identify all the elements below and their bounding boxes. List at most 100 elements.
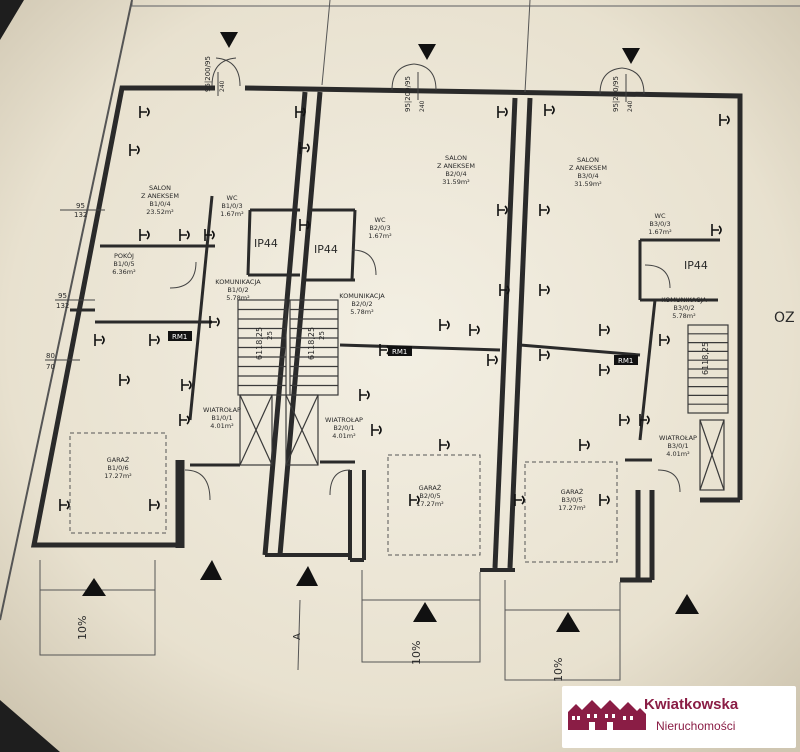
rm-label-b3: RM1 [618,357,633,365]
party-walls [262,91,533,569]
room-wc-area-b3: 1.67m² [648,228,672,236]
room-kom-area-b2: 5.78m² [350,308,374,316]
room-garaz-code-b1: B1/0/6 [107,464,128,472]
stairs-label-b3: 6118,25 [701,342,710,375]
slope-b3: 10% [552,658,565,682]
approach-outlines [39,0,621,681]
room-salon-name2-b2: Z ANEKSEM [437,162,475,170]
room-wiatr-area-b3: 4.01m² [666,450,690,458]
room-kom-area-b3: 5.78m² [672,312,696,320]
room-salon-name-b3: SALON [577,156,599,164]
garage-outlines [69,432,618,563]
room-wc-code-b1: B1/0/3 [221,202,242,210]
room-kom-code-b1: B1/0/2 [227,286,248,294]
room-garaz-code-b3: B3/0/5 [561,496,582,504]
agency-logo: Kwiatkowska Nieruchomości [562,686,796,748]
room-salon-name2-b3: Z ANEKSEM [569,164,607,172]
interior-walls [70,195,720,467]
room-kom-code-b3: B3/0/2 [673,304,694,312]
plan-labels: 95|200/95 240 95|200/95 240 95|200/95 24… [46,56,795,640]
room-wiatr-code-b3: B3/0/1 [667,442,688,450]
room-salon-area-b1: 23.52m² [146,208,174,216]
room-wiatr-name-b2: WIATROŁAP [325,416,363,424]
ip-label-b1: IP44 [254,237,278,250]
room-wiatr-name-b1: WIATROŁAP [203,406,241,414]
dim-132-b: 132 [56,302,69,310]
room-garaz-name-b1: GARAŻ [107,455,130,464]
room-wc-area-b2: 1.67m² [368,232,392,240]
room-kom-name-b3: KOMUNIKACJA [661,296,707,304]
stairs-step-b2: 25 [318,331,326,340]
room-salon-name-b2: SALON [445,154,467,162]
dim-95-a: 95 [76,202,85,210]
rm-label-b1: RM1 [172,333,187,341]
slope-b2: 10% [410,641,423,665]
room-salon-name2-b1: Z ANEKSEM [141,192,179,200]
room-wiatr-code-b1: B1/0/1 [211,414,232,422]
room-salon-name-b1: SALON [149,184,171,192]
wardrobes [239,394,725,491]
electrical-symbols [59,104,730,511]
room-kom-area-b1: 5.78m² [226,294,250,302]
agency-subtitle: Nieruchomości [656,719,736,733]
room-pokoj-name-b1: POKÓJ [114,251,134,260]
stairs-label-b1: 6118,25 [255,327,264,360]
room-wiatr-code-b2: B2/0/1 [333,424,354,432]
ip-label-b2: IP44 [314,243,338,256]
houses-icon [568,700,646,730]
agency-name: Kwiatkowska [644,696,739,713]
room-salon-code-b1: B1/0/4 [149,200,170,208]
slope-labels: 10% 10% 10% [76,616,565,682]
section-mark: A [292,633,303,640]
slope-b1: 10% [76,616,89,640]
door-dim-b1-2: 240 [219,80,226,92]
dim-80: 80 [46,352,55,360]
stairs-step-b1: 25 [266,331,274,340]
room-wiatr-area-b1: 4.01m² [210,422,234,430]
edge-text: OZ [774,310,795,326]
rm-label-b2: RM1 [392,348,407,356]
door-dim-b2: 95|200/95 [404,76,412,112]
room-garaz-name-b2: GARAŻ [419,483,442,492]
dimension-lines [45,72,627,361]
room-salon-area-b2: 31.59m² [442,178,470,186]
dim-70: 70 [46,363,55,371]
exterior-walls [30,85,743,583]
dim-132-a: 132 [74,211,87,219]
room-wiatr-area-b2: 4.01m² [332,432,356,440]
room-salon-area-b3: 31.59m² [574,180,602,188]
entrance-markers [82,32,699,632]
room-garaz-area-b2: 17.27m² [416,500,444,508]
room-garaz-name-b3: GARAŻ [561,487,584,496]
room-wiatr-name-b3: WIATROŁAP [659,434,697,442]
ip-label-b3: IP44 [684,259,708,272]
room-garaz-code-b2: B2/0/5 [419,492,440,500]
door-swings [169,57,681,501]
door-dim-b3-2: 240 [627,100,634,112]
room-wc-name-b1: WC [227,194,238,202]
rm-badges: RM1 RM1 RM1 [168,331,638,365]
room-pokoj-code-b1: B1/0/5 [113,260,134,268]
dim-95-b: 95 [58,292,67,300]
room-wc-code-b2: B2/0/3 [369,224,390,232]
room-salon-code-b2: B2/0/4 [445,170,466,178]
room-kom-name-b1: KOMUNIKACJA [215,278,261,286]
room-wc-name-b3: WC [655,212,666,220]
sheet-border-left [0,0,133,621]
room-salon-code-b3: B3/0/4 [577,172,598,180]
room-garaz-area-b3: 17.27m² [558,504,586,512]
room-pokoj-area-b1: 6.36m² [112,268,136,276]
door-dim-b2-2: 240 [419,100,426,112]
door-dim-b3: 95|200/95 [612,76,620,112]
stairs-label-b2: 6118,25 [307,327,316,360]
room-wc-area-b1: 1.67m² [220,210,244,218]
room-kom-name-b2: KOMUNIKACJA [339,292,385,300]
room-garaz-area-b1: 17.27m² [104,472,132,480]
room-wc-code-b3: B3/0/3 [649,220,670,228]
door-dim-b1: 95|200/95 [204,56,212,92]
front-walls [265,470,515,572]
